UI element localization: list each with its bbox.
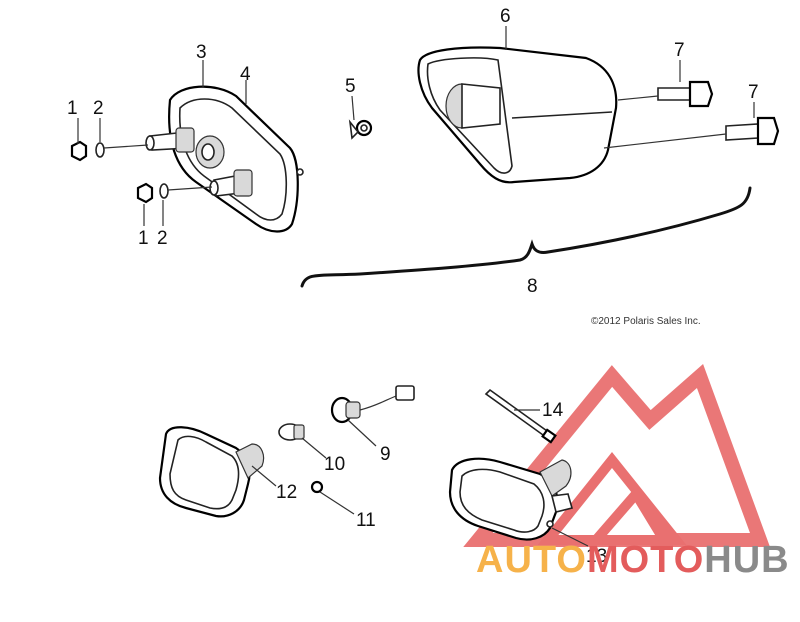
nut-washer-lower xyxy=(136,182,213,204)
callout-2-upper: 2 xyxy=(93,98,104,119)
callout-7-upper: 7 xyxy=(674,40,685,61)
socket-harness-9 xyxy=(330,385,415,447)
callout-3: 3 xyxy=(196,42,207,63)
screw-11 xyxy=(310,480,355,515)
nut-washer-upper xyxy=(70,140,149,162)
callout-2-lower: 2 xyxy=(157,228,168,249)
watermark-moto: MOTO xyxy=(587,539,704,581)
callout-1-lower: 1 xyxy=(138,228,149,249)
headlight-13 xyxy=(448,457,589,547)
bulb-10 xyxy=(278,423,327,459)
callout-6: 6 xyxy=(500,6,511,27)
callout-8: 8 xyxy=(527,276,538,297)
tie-strap-14 xyxy=(484,388,557,444)
taillight-lens-6 xyxy=(417,26,618,184)
copyright-notice: ©2012 Polaris Sales Inc. xyxy=(591,316,701,327)
assembly-brace-8 xyxy=(300,186,752,288)
watermark-hub: HUB xyxy=(704,539,789,581)
callout-labels: 1 2 3 4 5 6 7 7 1 2 8 9 10 11 12 13 14 xyxy=(67,6,759,567)
callout-10: 10 xyxy=(324,454,345,475)
bolt-7-upper xyxy=(617,60,714,108)
callout-14: 14 xyxy=(542,400,564,421)
callout-11: 11 xyxy=(356,510,376,531)
callout-4: 4 xyxy=(240,64,251,85)
callout-7-lower: 7 xyxy=(748,82,759,103)
callout-5: 5 xyxy=(345,76,356,97)
clip-5 xyxy=(348,95,373,140)
callout-12: 12 xyxy=(276,482,297,503)
bolt-7-lower xyxy=(603,102,780,149)
taillight-base-assembly xyxy=(145,85,304,233)
watermark-text: AUTOMOTOHUB xyxy=(476,539,790,581)
watermark-auto: AUTO xyxy=(476,539,587,581)
callout-1-upper: 1 xyxy=(67,98,78,119)
headlight-12 xyxy=(158,426,277,518)
callout-9: 9 xyxy=(380,444,391,465)
callout-13: 13 xyxy=(586,546,607,567)
